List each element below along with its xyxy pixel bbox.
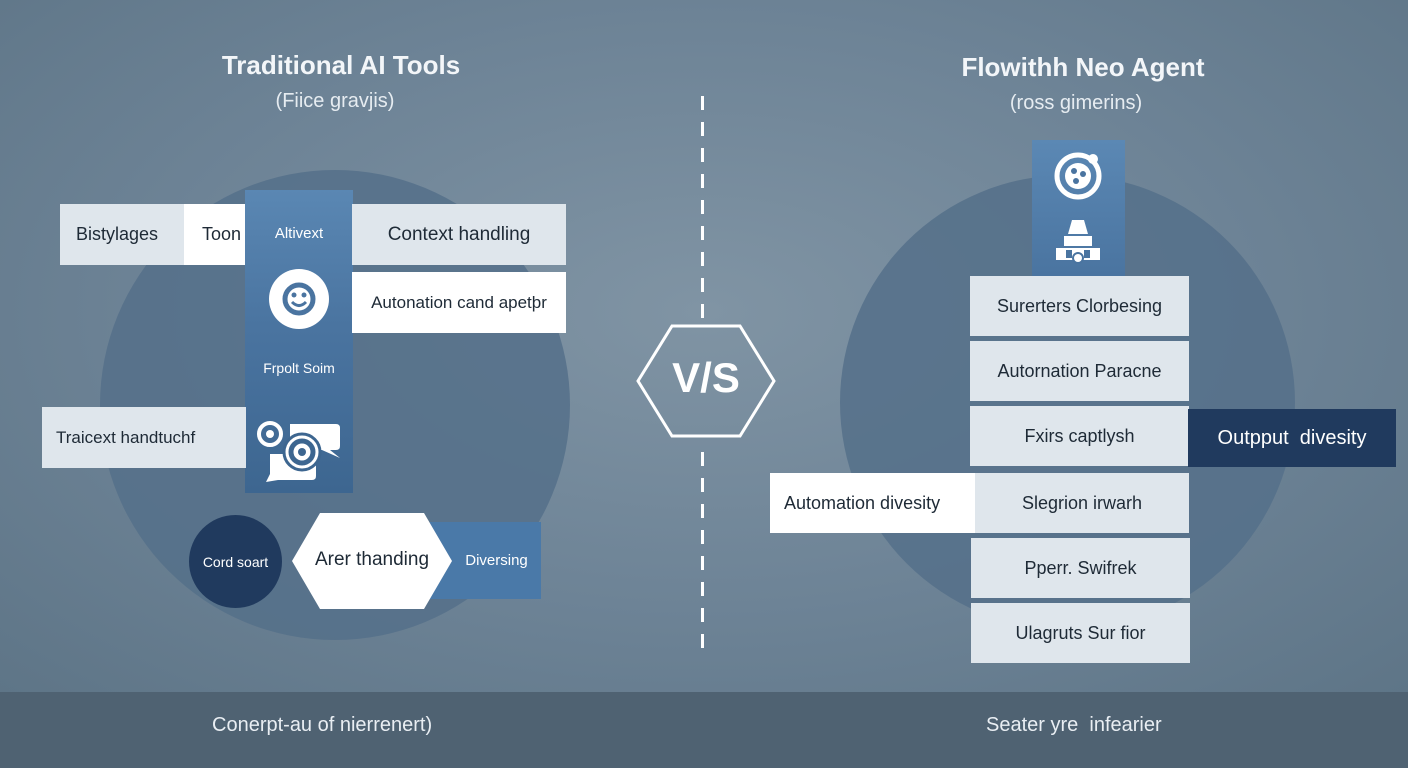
- right-card-0: Surerters Clorbesing: [970, 276, 1189, 336]
- left-footer-text: Conerpt-au of nierrenert): [212, 714, 433, 736]
- right-subtitle: (ross gimerins): [1009, 92, 1143, 114]
- left-title: Traditional AI Tools: [221, 50, 461, 80]
- right-card-1: Autornation Paracne: [970, 341, 1189, 401]
- right-card-2: Fxirs captlysh: [970, 406, 1189, 466]
- left-arer-thanding: Arer thanding: [314, 549, 430, 570]
- right-title: Flowithh Neo Agent: [961, 52, 1205, 82]
- film-reel-icon: [1054, 152, 1102, 200]
- left-panel-frpolt-soim: Frpolt Soim: [263, 360, 335, 376]
- right-card-5: Ulagruts Sur fior: [971, 603, 1190, 663]
- left-hexagon-card: [292, 513, 452, 609]
- left-card-toon: Toon: [184, 204, 246, 265]
- left-subtitle: (Fiice gravjis): [275, 90, 395, 112]
- right-card-3: Slegrion irwarh: [975, 473, 1189, 533]
- left-card-diversing: Diversing: [430, 522, 541, 599]
- robot-icon: [1056, 220, 1100, 264]
- vs-hexagon-icon: [636, 324, 776, 438]
- footer-band: [0, 692, 1408, 768]
- right-card-4: Pperr. Swifrek: [971, 538, 1190, 598]
- right-automation-divesity: Automation divesity: [770, 473, 976, 533]
- left-card-traicext: Traicext handtuchf: [42, 407, 246, 468]
- left-panel-altivext: Altivext: [274, 224, 324, 242]
- right-footer-text: Seater yre infearier: [986, 714, 1162, 736]
- left-card-automation: Autonation cand apetþr: [352, 272, 566, 333]
- camera-chat-icon: [257, 421, 340, 482]
- smile-face-icon: [269, 269, 329, 329]
- right-output-divesity: Outpput divesity: [1188, 409, 1396, 467]
- left-card-context-handling: Context handling: [352, 204, 566, 265]
- left-card-bistylages: Bistylages: [60, 204, 186, 265]
- left-cord-soart: Cord soart: [202, 554, 269, 570]
- left-navy-circle: [189, 515, 282, 608]
- vs-label: V/S: [672, 354, 740, 401]
